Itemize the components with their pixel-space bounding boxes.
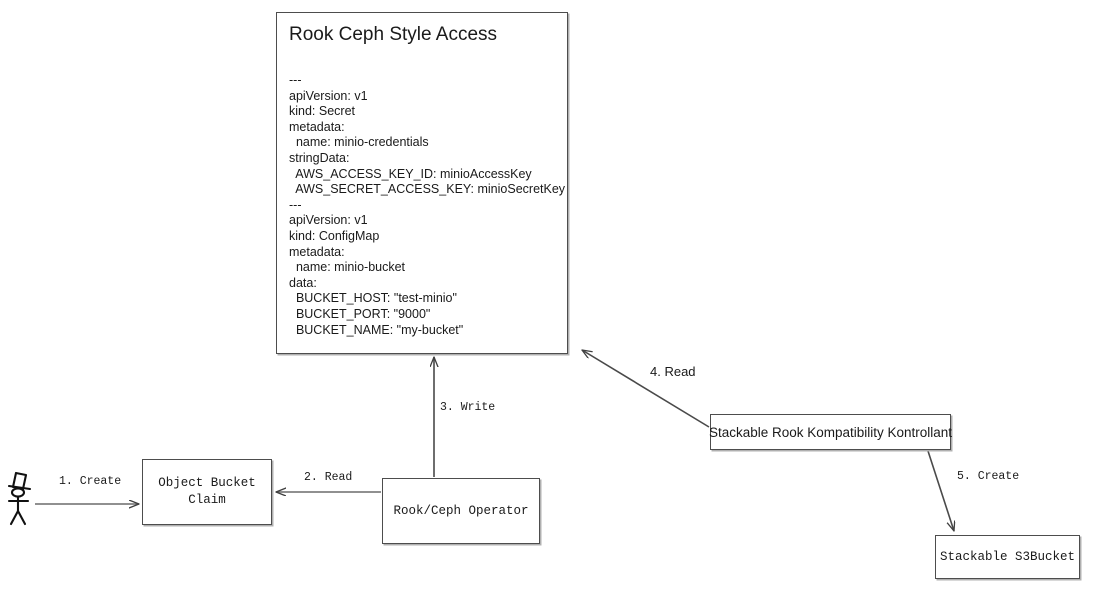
node-rook-ceph-style-access[interactable]: Rook Ceph Style Access --- apiVersion: v… <box>276 12 568 354</box>
user-actor-icon <box>7 471 32 526</box>
node-stackable-rook-kompatibility-kontrollant[interactable]: Stackable Rook Kompatibility Kontrollant <box>709 414 952 450</box>
node-stackable-s3bucket[interactable]: Stackable S3Bucket <box>935 535 1080 579</box>
edge-label-1-create: 1. Create <box>59 475 122 488</box>
edge-4-read <box>582 349 710 428</box>
edge-label-4-read: 4. Read <box>650 364 696 379</box>
node-rook-ceph-operator[interactable]: Rook/Ceph Operator <box>382 478 540 544</box>
node-object-bucket-claim[interactable]: Object Bucket Claim <box>142 459 272 525</box>
edge-5-create <box>927 450 954 531</box>
edge-label-2-read: 2. Read <box>304 471 353 484</box>
spec-title: Rook Ceph Style Access <box>289 24 498 45</box>
edge-label-3-write: 3. Write <box>440 401 496 414</box>
spec-yaml-body: --- apiVersion: v1 kind: Secret metadata… <box>289 73 566 337</box>
edge-label-5-create: 5. Create <box>957 470 1020 483</box>
